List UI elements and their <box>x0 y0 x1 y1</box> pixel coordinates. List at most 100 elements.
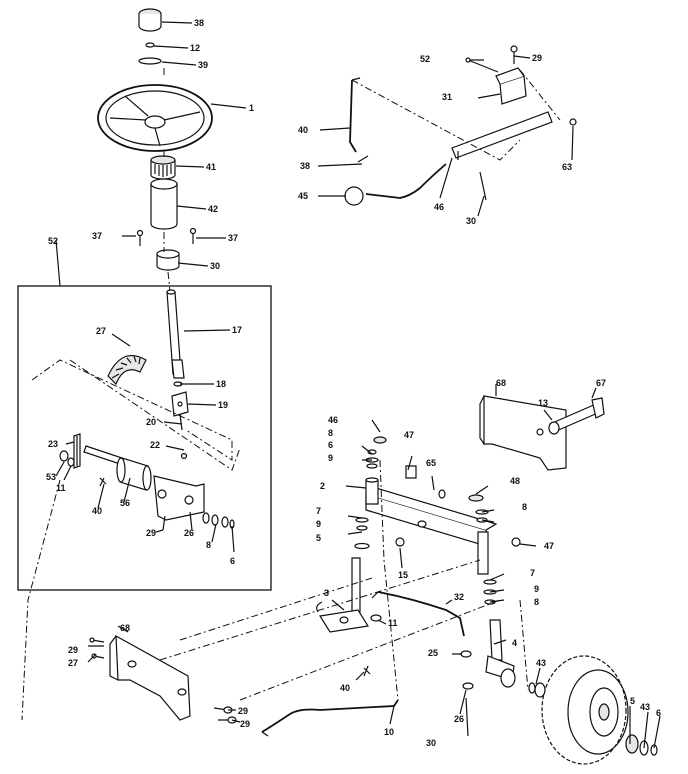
left-spindle-washers <box>354 449 379 550</box>
callout-30-mid: 30 <box>466 216 476 226</box>
callout-27-left: 27 <box>68 658 78 668</box>
front-wheel <box>541 655 629 765</box>
callout-20: 20 <box>146 417 156 427</box>
callout-29-top: 29 <box>532 53 542 63</box>
bushing-screws <box>136 227 197 246</box>
callout-67: 67 <box>596 378 606 388</box>
callout-42: 42 <box>208 204 218 214</box>
callout-5-left: 5 <box>316 533 321 543</box>
callout-29-bottom-a: 29 <box>238 706 248 716</box>
axle-pivot-bushing <box>438 489 446 499</box>
steering-shaft <box>166 289 185 379</box>
callout-32: 32 <box>454 592 464 602</box>
steering-nut <box>145 42 155 48</box>
callout-9-upper: 9 <box>328 453 333 463</box>
callout-19: 19 <box>218 400 228 410</box>
steering-cap <box>138 8 162 32</box>
tie-rod-spring-washer <box>363 665 371 677</box>
right-spindle-arm <box>485 619 516 688</box>
lift-lever-bar <box>451 111 553 160</box>
axle-grease-fitting-right <box>511 537 521 547</box>
lever-handle-rod <box>365 163 447 199</box>
callout-10: 10 <box>384 727 394 737</box>
lever-pin-clip <box>357 155 369 163</box>
callout-52-top: 52 <box>420 54 430 64</box>
steering-wheel <box>97 84 213 152</box>
steering-gear-sector <box>107 355 147 386</box>
callout-3: 3 <box>324 588 329 598</box>
callout-29-bottom-b: 29 <box>240 719 250 729</box>
callout-37-left: 37 <box>92 231 102 241</box>
pivot-nut-left <box>67 457 75 467</box>
callout-6-upper: 6 <box>328 440 333 450</box>
steering-subassembly-frame <box>17 285 272 591</box>
shaft-bolt <box>180 452 188 460</box>
callout-23: 23 <box>48 439 58 449</box>
callout-27: 27 <box>96 326 106 336</box>
shaft-pin <box>179 413 183 431</box>
callout-43-upper: 43 <box>536 658 546 668</box>
callout-63: 63 <box>562 162 572 172</box>
callout-labels: 38 12 39 1 41 42 37 37 30 52 17 27 18 19… <box>46 18 661 748</box>
mount-bracket-top <box>495 67 527 105</box>
callout-47-upper: 47 <box>404 430 414 440</box>
lever-arm-rod <box>349 77 361 153</box>
callout-40-lower: 40 <box>340 683 350 693</box>
left-spindle <box>365 477 379 505</box>
callout-25: 25 <box>428 648 438 658</box>
callout-8-upper: 8 <box>328 428 333 438</box>
callout-9-left: 9 <box>316 519 321 529</box>
plate-bolt <box>162 515 166 531</box>
callout-7-right: 7 <box>530 568 535 578</box>
callout-68-left: 68 <box>120 623 130 633</box>
axle-support-bracket-right <box>479 395 567 471</box>
callout-11-lower: 11 <box>388 618 398 628</box>
callout-56: 56 <box>120 498 130 508</box>
callout-31: 31 <box>442 92 452 102</box>
callout-2: 2 <box>320 481 325 491</box>
callout-52-frame: 52 <box>48 236 58 246</box>
callout-15: 15 <box>398 570 408 580</box>
pivot-washer-left <box>59 450 69 462</box>
leader-lines <box>55 21 661 749</box>
pivot-spring-washer <box>99 477 107 487</box>
callout-40-box: 40 <box>92 506 102 516</box>
callout-5-wheel: 5 <box>630 696 635 706</box>
callout-22: 22 <box>150 440 160 450</box>
callout-11: 11 <box>56 483 66 493</box>
axle-spacer-tube <box>548 421 560 435</box>
callout-38-top: 38 <box>300 161 310 171</box>
callout-30-bottom: 30 <box>426 738 436 748</box>
callout-26-lower: 26 <box>454 714 464 724</box>
axle-support-bracket-left <box>109 634 191 721</box>
shaft-bracket <box>171 391 189 417</box>
callout-1: 1 <box>249 103 254 113</box>
center-bolt <box>395 537 405 547</box>
callout-46-axle: 46 <box>328 415 338 425</box>
wheel-inner-washer <box>528 682 546 698</box>
callout-8-box: 8 <box>206 540 211 550</box>
pivot-bracket <box>73 433 81 469</box>
drag-link <box>261 699 399 737</box>
callout-45: 45 <box>298 191 308 201</box>
callout-39: 39 <box>198 60 208 70</box>
steering-adapter <box>150 155 176 180</box>
callout-6-box: 6 <box>230 556 235 566</box>
top-screw-right <box>510 45 518 64</box>
callout-8-right: 8 <box>522 502 527 512</box>
callout-47-lower: 47 <box>544 541 554 551</box>
callout-4: 4 <box>512 638 517 648</box>
wheel-outer-hardware <box>625 734 658 756</box>
callout-38: 38 <box>194 18 204 28</box>
bracket-bolts-bottom <box>213 706 237 724</box>
pivot-spacer <box>116 457 152 491</box>
plate-washers <box>202 512 235 529</box>
callout-43-wheel: 43 <box>640 702 650 712</box>
callout-9-right: 9 <box>534 584 539 594</box>
lever-cotter-pin <box>479 171 487 201</box>
callout-29-left: 29 <box>68 645 78 655</box>
lever-knob <box>344 186 364 206</box>
left-spindle-arm <box>316 557 369 633</box>
pivot-support-plate <box>153 475 205 521</box>
callout-6-wheel: 6 <box>656 708 661 718</box>
